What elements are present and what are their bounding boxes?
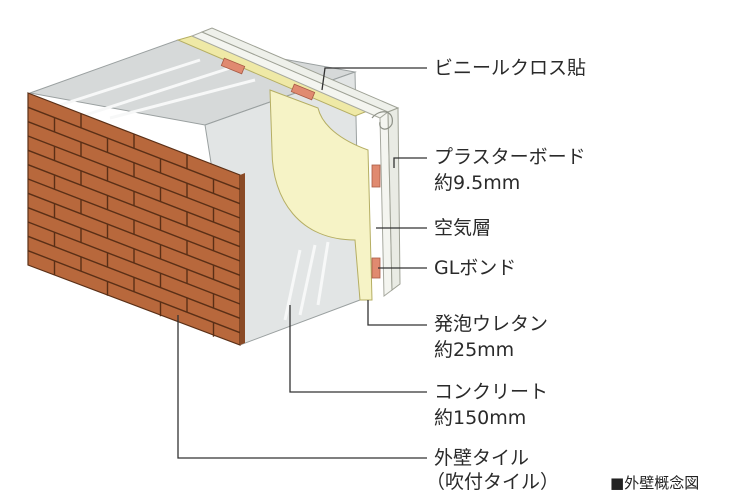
leader-vinyl-cloth: [321, 67, 427, 91]
concrete-hatch: [44, 58, 330, 321]
label-concrete: コンクリート: [434, 381, 549, 403]
label-vinyl-cloth: ビニールクロス貼: [434, 57, 587, 79]
vinyl-cloth-curl: [371, 111, 393, 130]
tile-mortar-row: [27, 207, 241, 291]
label-exterior-tile: 外壁タイル: [434, 447, 530, 469]
tile-mortar-row: [27, 192, 241, 276]
caption-text: 外壁概念図: [624, 474, 700, 492]
label-exterior-tile-note: （吹付タイル）: [426, 471, 560, 493]
exterior-tile-edge: [240, 173, 245, 345]
caption-marker: ■: [610, 474, 625, 492]
figure-caption: ■外壁概念図: [610, 472, 699, 493]
leader-exterior-tile: [177, 315, 427, 459]
label-plasterboard: プラスターボード: [434, 146, 586, 168]
label-plasterboard-thickness: 約9.5mm: [434, 172, 521, 194]
exterior-tile-face: [27, 92, 241, 346]
vinyl-cloth-face: [387, 107, 401, 291]
leader-plasterboard: [393, 157, 427, 168]
label-urethane-thickness: 約25mm: [434, 339, 515, 361]
leader-urethane: [367, 300, 427, 326]
urethane-foam-face: [269, 89, 373, 301]
label-concrete-thickness: 約150mm: [434, 407, 527, 429]
leader-concrete: [289, 305, 427, 393]
label-urethane-foam: 発泡ウレタン: [434, 313, 549, 335]
label-air-layer: 空気層: [434, 217, 492, 239]
leader-lines: [177, 67, 427, 459]
label-gl-bond: GLボンド: [434, 257, 517, 279]
